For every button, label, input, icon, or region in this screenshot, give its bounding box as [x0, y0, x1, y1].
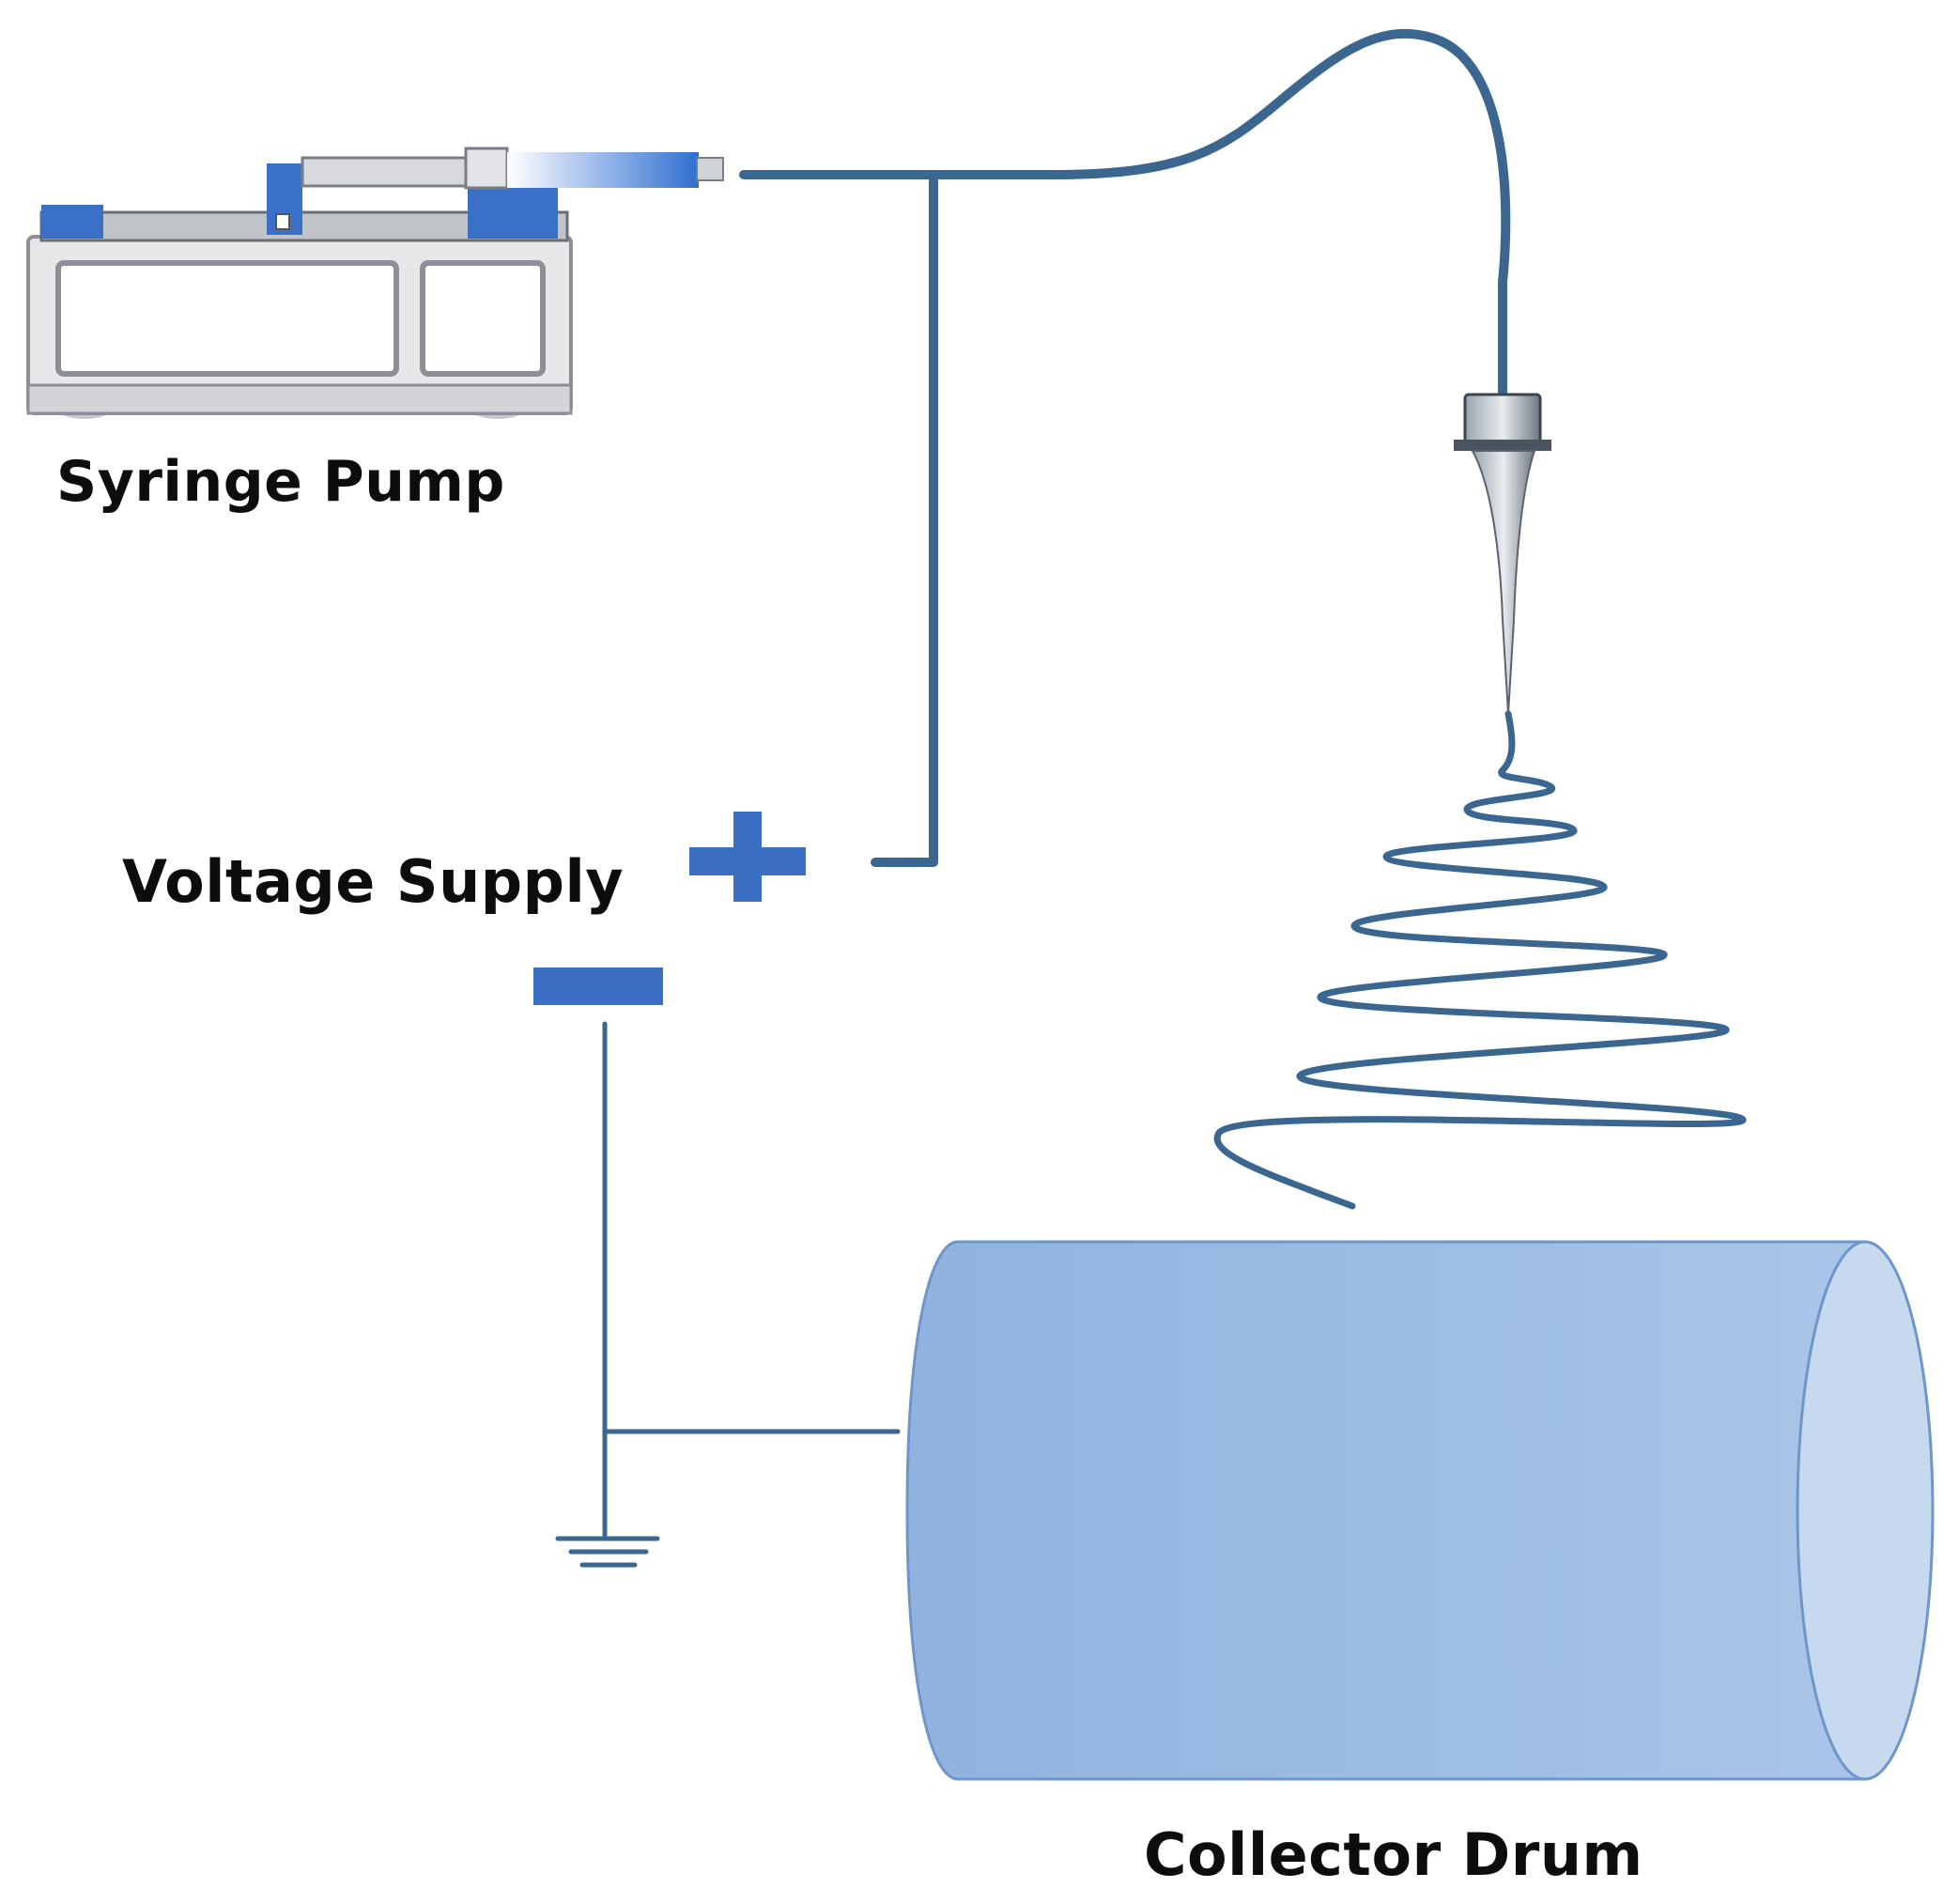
ground-icon — [555, 1536, 660, 1568]
syringe-plunger — [301, 156, 473, 188]
pump-pusher-window — [275, 213, 290, 230]
syringe-pump — [26, 147, 724, 419]
nozzle-collar — [1454, 440, 1551, 451]
wiring — [602, 28, 1511, 1538]
voltage-supply-label: Voltage Supply — [122, 847, 625, 916]
collector-drum — [905, 1240, 1935, 1781]
syringe-pump-label: Syringe Pump — [56, 449, 505, 515]
minus-icon — [533, 967, 663, 1005]
pump-base-strip — [26, 383, 573, 415]
collector-drum-label: Collector Drum — [1144, 1820, 1643, 1889]
spinneret-nozzle — [1454, 393, 1551, 715]
drum-body — [905, 1240, 1867, 1781]
pump-clamp-block — [468, 184, 558, 239]
fiber-whipping-spiral — [1213, 710, 1747, 1210]
syringe-tip — [696, 157, 724, 181]
positive-lead-wire — [871, 170, 938, 867]
taylor-cone — [1471, 450, 1536, 715]
nozzle-cap — [1463, 393, 1542, 445]
drum-end-face — [1796, 1240, 1935, 1781]
pump-block-left — [41, 205, 103, 239]
syringe-barrel-fluid — [507, 152, 699, 188]
plus-icon — [689, 812, 806, 902]
feed-tube — [739, 28, 1511, 401]
pump-display-panel — [55, 260, 399, 377]
pump-control-panel — [420, 260, 546, 377]
syringe-barrel — [464, 147, 509, 190]
